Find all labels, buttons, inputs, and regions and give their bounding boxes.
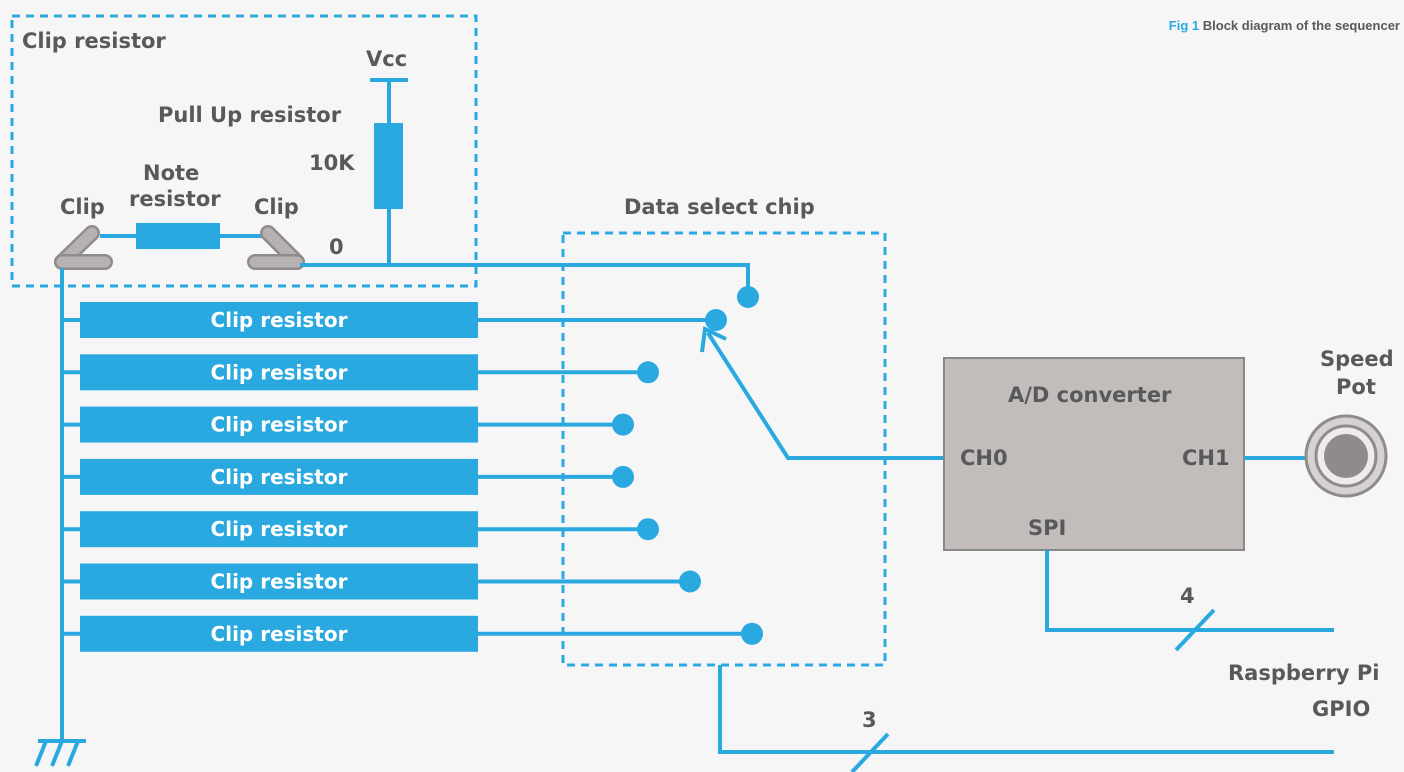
select-bus-slash [850,732,890,772]
data-select-title: Data select chip [624,195,815,219]
note-resistor-label-1: Note [143,161,199,185]
node-zero-label: 0 [329,235,344,259]
rpi-label-2: GPIO [1312,697,1370,721]
speed-pot-label-2: Pot [1336,375,1376,399]
clip-box-title: Clip resistor [22,29,166,53]
spi-bus-wire [1045,550,1334,632]
adc-ch1-label: CH1 [1182,446,1230,470]
clip-resistor-label: Clip resistor [211,465,348,489]
clip-resistor-label: Clip resistor [211,308,348,332]
figure-number: Fig 1 [1168,18,1200,33]
clip-resistor-block [80,563,478,600]
clip-resistor-block [80,406,478,443]
clip-resistor-label: Clip resistor [211,622,348,646]
node-zero-wire [300,263,750,297]
pullup-label: Pull Up resistor [158,103,342,127]
clip-resistor-label: Clip resistor [211,413,348,437]
clip-resistor-box [10,14,478,288]
clip-left-icon [54,225,113,270]
clip-resistor-block [80,302,478,338]
figure-caption: Fig 1 Block diagram of the sequencer [1169,18,1400,33]
select-input-dot [612,465,634,488]
clip-resistor-block [80,458,478,495]
clip-resistor-label: Clip resistor [211,570,348,594]
rpi-label-1: Raspberry Pi [1228,661,1379,685]
vcc-label: Vcc [366,47,407,71]
adc-block [943,357,1245,551]
note-resistor-label-2: resistor [129,187,221,211]
clip-resistor-block [80,354,478,391]
select-bus-width-label: 3 [862,708,877,732]
select-input-dot [679,570,701,593]
clip-resistor-block [80,511,478,548]
adc-spi-label: SPI [1028,516,1066,540]
ground-icon [34,739,86,767]
clip-right-icon [247,225,305,270]
speed-pot-icon [1304,414,1388,498]
adc-ch0-label: CH0 [960,446,1008,470]
data-select-box [561,231,887,667]
selector-arrowhead [700,326,727,353]
select-input-dot [741,622,763,645]
clip-right-label: Clip [254,195,299,219]
clip-left-label: Clip [60,195,105,219]
clip-resistor-block [80,615,478,652]
spi-bus-width-label: 4 [1180,584,1195,608]
spi-bus-slash [1174,608,1216,652]
clip-resistor-label: Clip resistor [211,360,348,384]
adc-title: A/D converter [1008,383,1172,407]
select-bus-wire [718,665,1334,754]
select-input-dot [737,286,759,308]
clip-resistor-label: Clip resistor [211,517,348,541]
pullup-resistor [374,123,403,209]
selector-arm [706,331,943,460]
select-input-dot [637,518,659,541]
select-input-dot [612,413,634,436]
speed-pot-label-1: Speed [1320,347,1394,371]
note-resistor [136,223,220,249]
select-input-dot [637,361,659,384]
pullup-value-label: 10K [309,151,355,175]
select-input-dot [705,309,727,331]
figure-title: Block diagram of the sequencer [1202,18,1400,33]
